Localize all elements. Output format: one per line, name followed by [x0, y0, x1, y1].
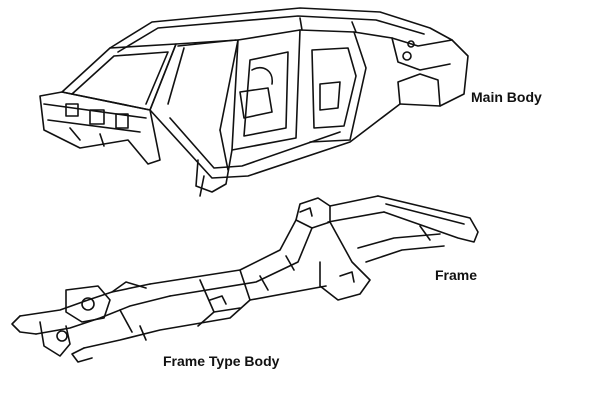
frame-type-body-label: Frame Type Body — [163, 353, 280, 369]
frame-drawing — [11, 195, 479, 363]
main-body-label: Main Body — [471, 89, 542, 105]
main-body-drawing — [39, 7, 469, 197]
frame-label: Frame — [435, 267, 478, 283]
